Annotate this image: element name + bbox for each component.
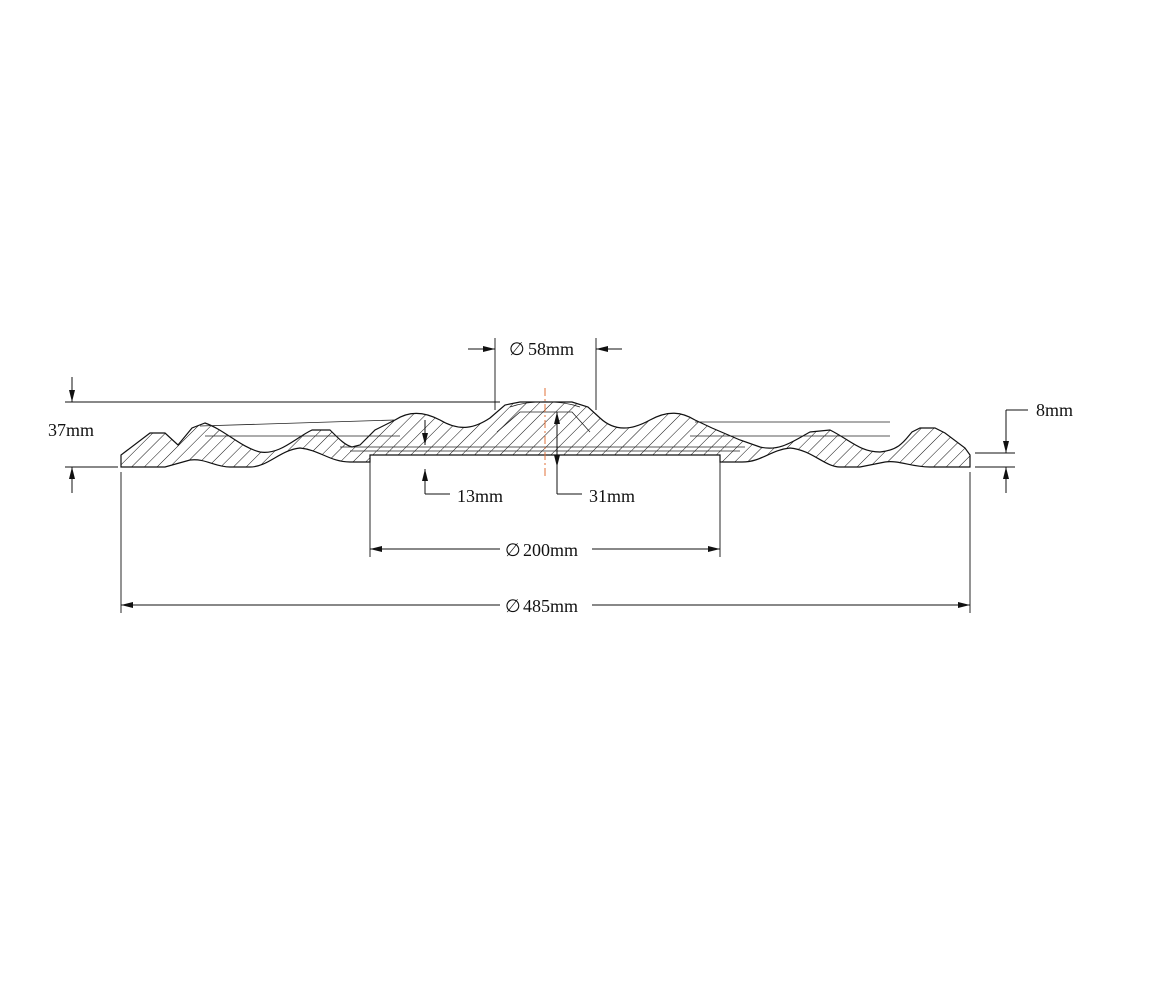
dim-inner-step: 13mm [422, 420, 503, 506]
dim-mid-diameter: ∅ 200mm [369, 455, 721, 560]
mid-dia-label: 200mm [523, 540, 578, 560]
dim-center-diameter: ∅ 58mm [468, 338, 622, 410]
center-height-label: 31mm [589, 486, 635, 506]
section-profile [120, 401, 971, 468]
dim-overall-height: 37mm [48, 377, 500, 493]
diaphragm-section [120, 401, 971, 468]
center-dia-symbol: ∅ [509, 339, 525, 359]
mid-dia-symbol: ∅ [505, 540, 521, 560]
dim-flange-height: 8mm [975, 400, 1073, 493]
dim-outer-diameter: ∅ 485mm [120, 472, 971, 616]
rib-line-upper-left [199, 419, 396, 427]
dim-center-height: 31mm [554, 412, 635, 506]
outer-dia-symbol: ∅ [505, 596, 521, 616]
flange-height-label: 8mm [1036, 400, 1073, 420]
overall-height-label: 37mm [48, 420, 94, 440]
center-dia-label: 58mm [528, 339, 574, 359]
cap-inner-line [496, 411, 591, 433]
outer-dia-label: 485mm [523, 596, 578, 616]
cap-dome-line [509, 401, 581, 408]
inner-step-label: 13mm [457, 486, 503, 506]
